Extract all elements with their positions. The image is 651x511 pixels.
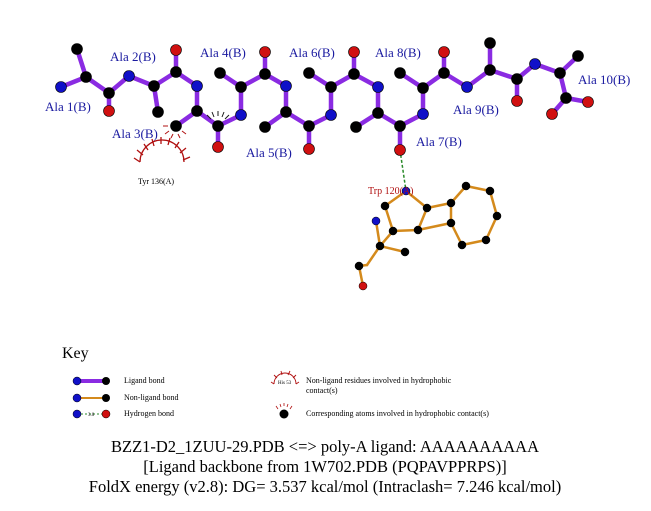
label-trp120: Trp 120(A) xyxy=(368,186,413,197)
label-ala6: Ala 6(B) xyxy=(289,45,335,60)
label-ala2: Ala 2(B) xyxy=(110,49,156,64)
tyr136-hydrophobic-arc xyxy=(133,137,191,163)
key-his-example: His 53 xyxy=(278,381,292,386)
key-hydrogen-bond-label: Hydrogen bond xyxy=(124,409,174,418)
key-nonligand-bond-label: Non-ligand bond xyxy=(124,393,178,402)
key-hbond-length: 3.0 xyxy=(88,413,95,418)
trp120-bonds xyxy=(357,184,499,288)
label-ala8: Ala 8(B) xyxy=(375,45,421,60)
hydrophobic-atom-ala3 xyxy=(163,125,187,139)
label-tyr136: Tyr 136(A) xyxy=(138,177,174,186)
key-title: Key xyxy=(62,345,89,362)
label-ala5: Ala 5(B) xyxy=(246,145,292,160)
key-hydrophobic-atoms-label: Corresponding atoms involved in hydropho… xyxy=(306,409,489,418)
key-hydrophobic-atom-icon xyxy=(275,403,293,419)
label-ala3: Ala 3(B) xyxy=(112,126,158,141)
label-ala9: Ala 9(B) xyxy=(453,102,499,117)
key-legend: Key Ligand bond Non-ligand bond 3.0 Hydr… xyxy=(62,345,489,419)
caption-line2: [Ligand backbone from 1W702.PDB (PQPAVPP… xyxy=(143,457,506,476)
caption: BZZ1-D2_1ZUU-29.PDB <=> poly-A ligand: A… xyxy=(89,437,561,496)
label-ala10: Ala 10(B) xyxy=(578,72,630,87)
trp120-atoms xyxy=(354,181,502,291)
caption-line1: BZZ1-D2_1ZUU-29.PDB <=> poly-A ligand: A… xyxy=(111,437,539,456)
key-hydrophobic-residue-icon xyxy=(270,370,300,385)
label-ala1: Ala 1(B) xyxy=(45,99,91,114)
label-ala7: Ala 7(B) xyxy=(416,134,462,149)
caption-line3: FoldX energy (v2.8): DG= 3.537 kcal/mol … xyxy=(89,477,561,496)
key-hydrophobic-residues-line2: contact(s) xyxy=(306,386,338,395)
key-hydrophobic-residues-line1: Non-ligand residues involved in hydropho… xyxy=(306,376,452,385)
ligand-atoms xyxy=(55,37,594,156)
key-ligand-bond-label: Ligand bond xyxy=(124,376,165,385)
hydrophobic-atom-ala4 xyxy=(206,111,230,120)
label-ala4: Ala 4(B) xyxy=(200,45,246,60)
residue-labels: Ala 1(B) Ala 2(B) Ala 3(B) Ala 4(B) Ala … xyxy=(45,45,630,197)
hydrogen-bond-ala7-trp120 xyxy=(399,149,407,192)
